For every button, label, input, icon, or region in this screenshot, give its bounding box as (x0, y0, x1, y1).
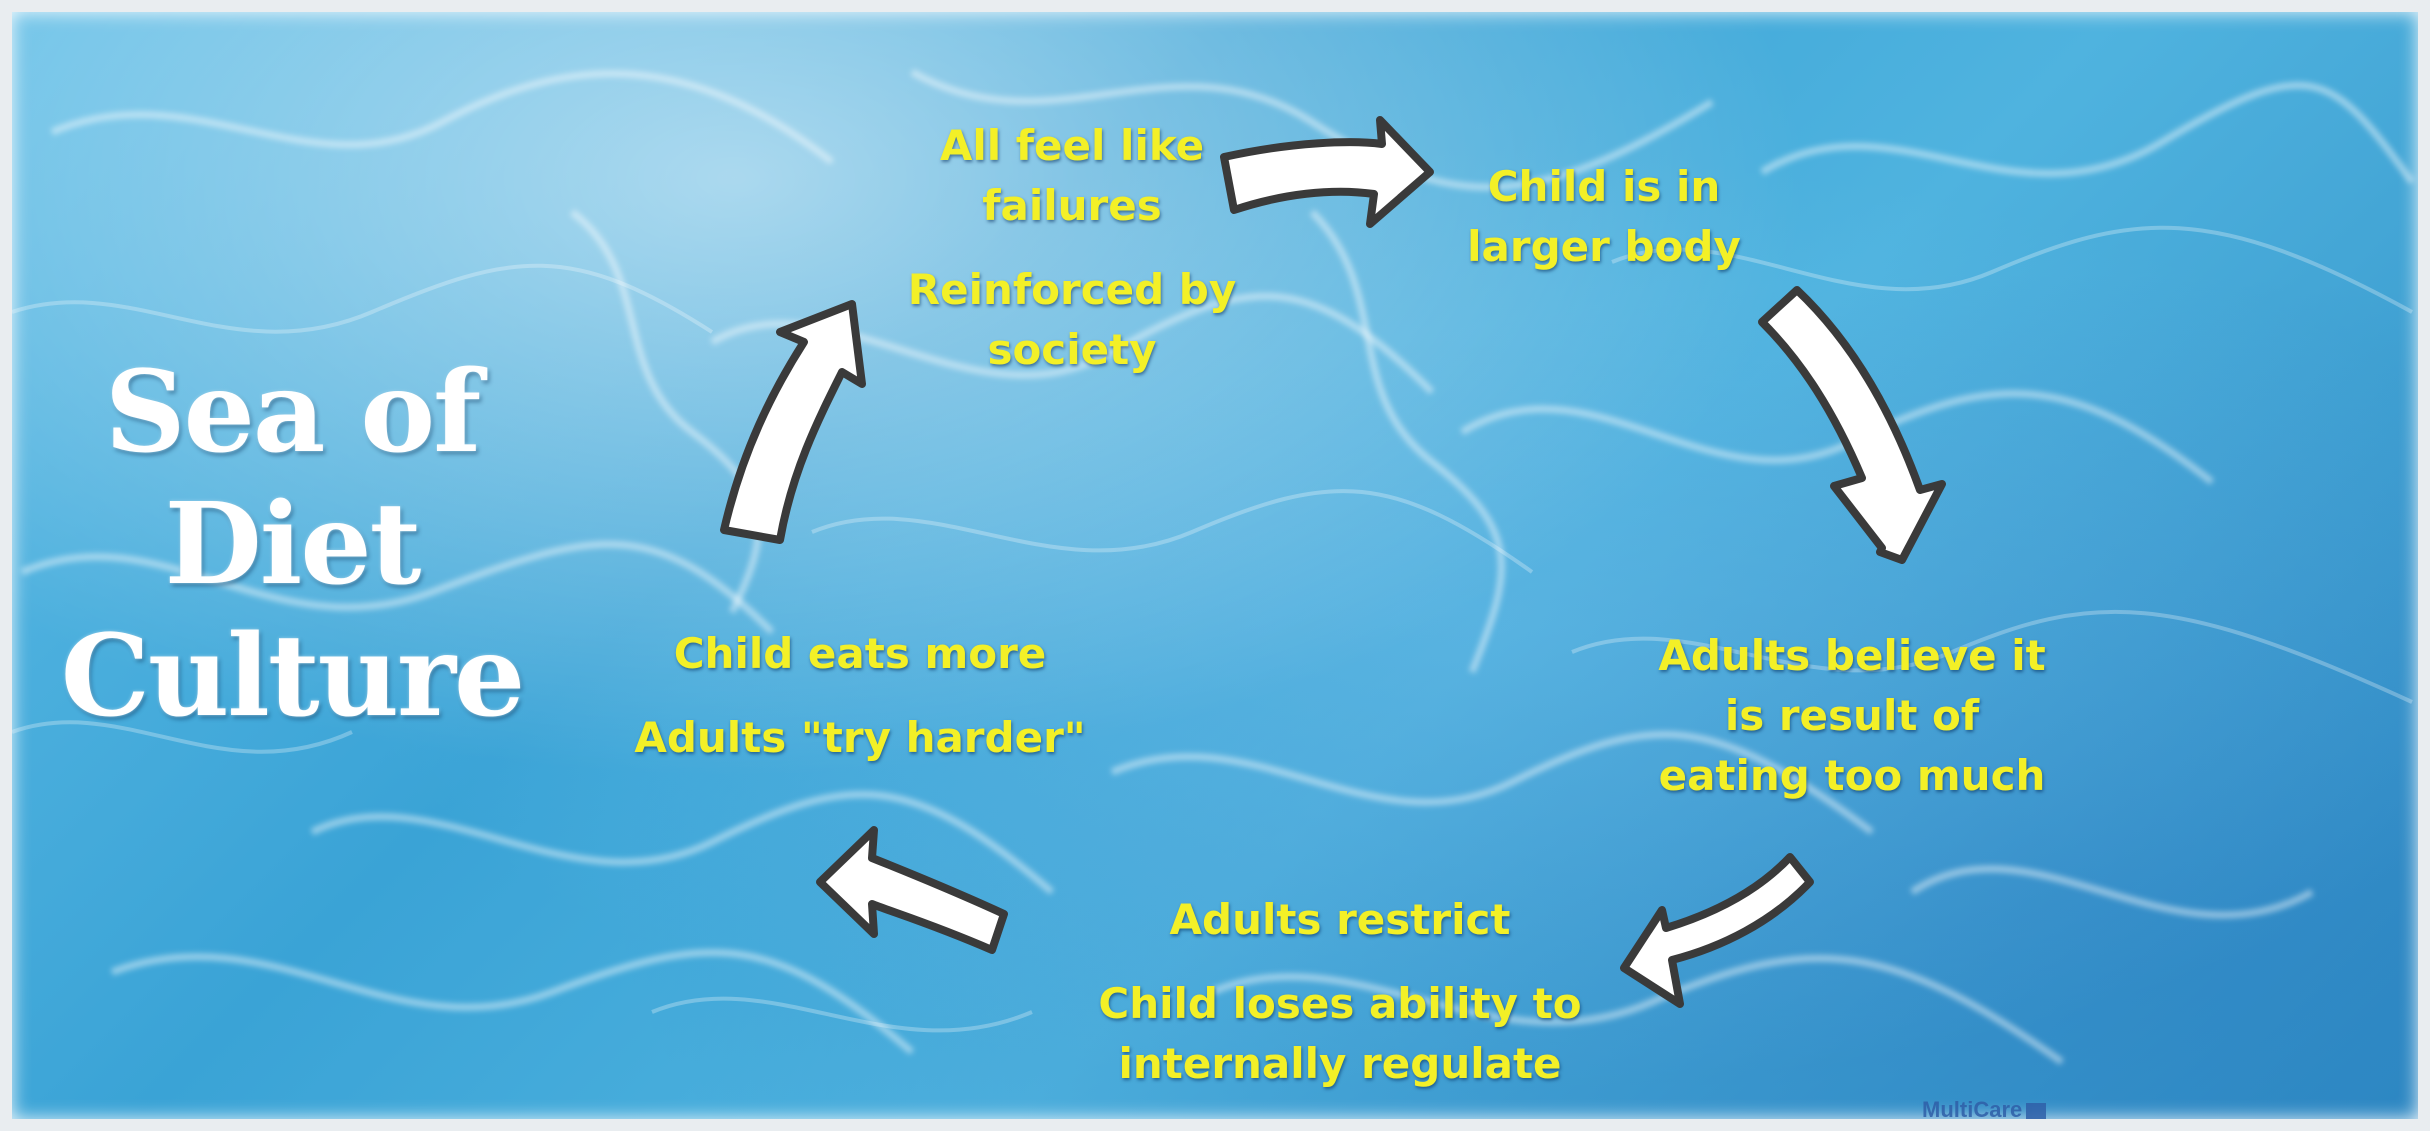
node-top-left-line-2: Reinforced by society (857, 260, 1287, 380)
curved-arrow-icon (1624, 857, 1810, 1004)
node-left-line-1: Child eats more (610, 624, 1110, 684)
node-top-left-line-1: All feel like failures (857, 116, 1287, 236)
node-right: Adults believe it is result of eating to… (1642, 626, 2062, 806)
node-top-right-line-1: Child is in larger body (1444, 157, 1764, 277)
node-bottom-line-1: Adults restrict (1080, 890, 1600, 950)
node-top-left: All feel like failures Reinforced by soc… (857, 116, 1287, 380)
curved-arrow-icon (724, 304, 862, 540)
multicare-logo: MultiCare (1922, 1097, 2046, 1119)
logo-text: MultiCare (1922, 1097, 2022, 1119)
multicare-logo-icon (2026, 1103, 2046, 1119)
node-bottom-line-2: Child loses ability to internally regula… (1080, 974, 1600, 1094)
node-top-right: Child is in larger body (1444, 157, 1764, 277)
node-right-line-1: Adults believe it is result of eating to… (1642, 626, 2062, 806)
node-left-line-2: Adults "try harder" (610, 708, 1110, 768)
curved-arrow-icon (820, 830, 1004, 950)
diagram-canvas: Sea of Diet Culture All feel like failur… (12, 12, 2418, 1119)
curved-arrow-icon (1762, 290, 1942, 560)
node-bottom: Adults restrict Child loses ability to i… (1080, 890, 1600, 1094)
node-left: Child eats more Adults "try harder" (610, 624, 1110, 768)
